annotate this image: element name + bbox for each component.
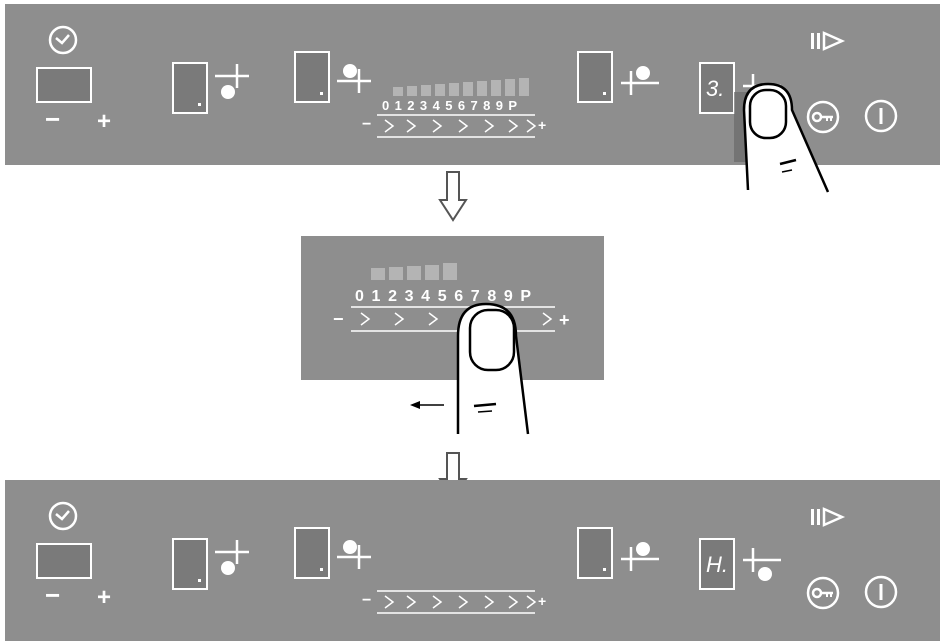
key-lock-icon[interactable] bbox=[805, 575, 841, 611]
finger-icon bbox=[456, 302, 530, 435]
power-icon[interactable] bbox=[863, 574, 899, 610]
zone3-front-right-icon[interactable] bbox=[619, 65, 661, 99]
control-panel-slider-detail: 0 1 2 3 4 5 6 7 8 9 P − + bbox=[301, 236, 604, 380]
zone3-front-right-icon[interactable] bbox=[619, 541, 661, 575]
power-slider[interactable] bbox=[375, 589, 541, 615]
slider-plus: + bbox=[538, 117, 547, 133]
pause-play-icon[interactable] bbox=[811, 507, 846, 527]
power-icon[interactable] bbox=[863, 98, 899, 134]
zone2-display bbox=[294, 51, 330, 103]
timer-minus-button[interactable]: − bbox=[45, 104, 61, 134]
pause-play-icon[interactable] bbox=[811, 31, 846, 51]
arrow-left-icon bbox=[410, 401, 444, 409]
zone2-front-left-icon[interactable] bbox=[335, 537, 375, 571]
timer-display bbox=[36, 543, 92, 579]
control-panel-bottom: − + − + H. bbox=[5, 480, 940, 641]
power-scale-numbers: 0 1 2 3 4 5 6 7 8 9 P bbox=[382, 98, 518, 113]
zone4-digit: 3. bbox=[706, 76, 725, 101]
zone3-display bbox=[577, 51, 613, 103]
slider-plus: + bbox=[559, 310, 570, 330]
zone1-rear-left-icon[interactable] bbox=[213, 540, 253, 580]
key-lock-icon[interactable] bbox=[805, 99, 841, 135]
zone3-display bbox=[577, 527, 613, 579]
slider-minus: − bbox=[362, 592, 372, 609]
zone4-rear-right-icon[interactable] bbox=[741, 546, 783, 586]
timer-plus-button[interactable]: + bbox=[97, 584, 112, 611]
control-panel-top: − + 0 1 2 3 4 5 6 7 8 9 P − bbox=[5, 4, 940, 165]
slider-minus: − bbox=[362, 116, 372, 133]
slider-plus: + bbox=[538, 593, 547, 609]
slider-minus: − bbox=[333, 309, 344, 329]
timer-minus-button[interactable]: − bbox=[45, 580, 61, 610]
power-scale-numbers: 0 1 2 3 4 5 6 7 8 9 P bbox=[355, 288, 533, 305]
arrow-down-icon bbox=[438, 171, 468, 222]
clock-icon[interactable] bbox=[47, 24, 79, 56]
clock-icon[interactable] bbox=[47, 500, 79, 532]
zone2-front-left-icon[interactable] bbox=[335, 61, 375, 95]
zone1-rear-left-icon[interactable] bbox=[213, 64, 253, 104]
zone1-display bbox=[172, 62, 208, 114]
zone2-display bbox=[294, 527, 330, 579]
power-level-bars bbox=[371, 263, 457, 280]
zone4-display: 3. bbox=[699, 62, 735, 114]
timer-display bbox=[36, 67, 92, 103]
power-slider[interactable] bbox=[349, 305, 565, 335]
finger-icon bbox=[734, 82, 830, 193]
zone4-display: H. bbox=[699, 538, 735, 590]
zone1-display bbox=[172, 538, 208, 590]
zone4-digit: H. bbox=[706, 552, 728, 577]
power-level-bars bbox=[393, 78, 529, 96]
timer-plus-button[interactable]: + bbox=[97, 108, 112, 135]
power-slider[interactable] bbox=[375, 113, 541, 139]
